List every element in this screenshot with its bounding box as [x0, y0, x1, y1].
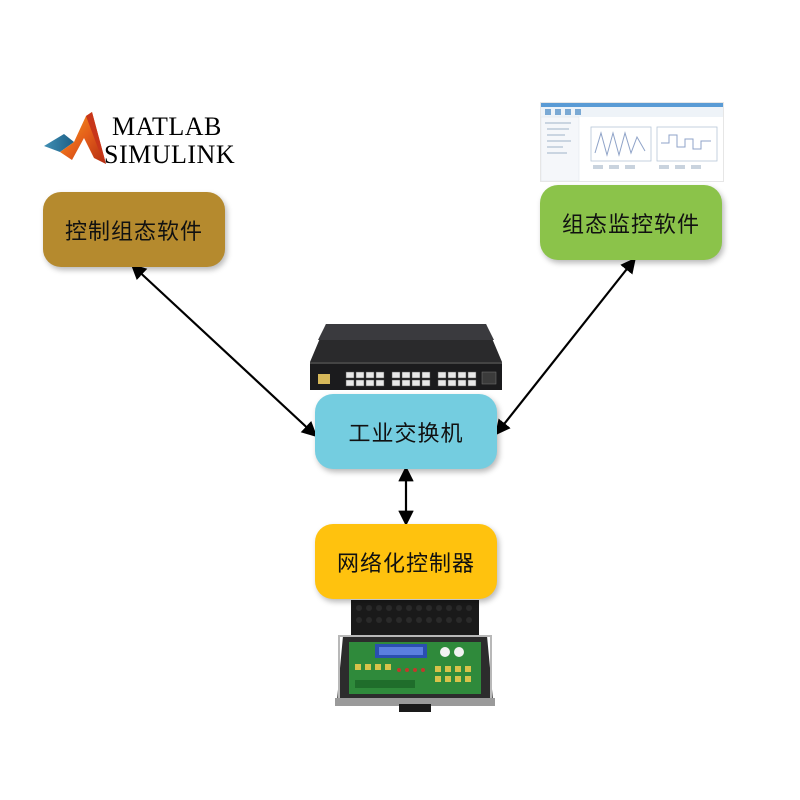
matlab-wordmark: MATLAB — [112, 112, 222, 141]
network-controller-node: 网络化控制器 — [315, 524, 497, 599]
arrow-control-to-switch — [130, 263, 318, 438]
industrial-switch-label: 工业交换机 — [348, 421, 464, 447]
software-screenshot-icon — [540, 103, 723, 182]
monitor-config-software-label: 组态监控软件 — [561, 212, 700, 238]
network-controller-label: 网络化控制器 — [336, 551, 475, 577]
monitor-config-software-node: 组态监控软件 — [540, 185, 722, 260]
industrial-switch-node: 工业交换机 — [315, 394, 497, 469]
monitor-software-screenshot — [540, 102, 724, 182]
arrow-monitor-to-switch — [495, 257, 636, 436]
control-config-software-node: 控制组态软件 — [43, 192, 225, 267]
control-config-software-label: 控制组态软件 — [64, 219, 203, 245]
matlab-icon — [44, 112, 106, 164]
controller-case-image — [335, 600, 495, 712]
matlab-simulink-logo: MATLAB SIMULINK — [42, 108, 236, 170]
network-switch-image — [308, 322, 504, 392]
network-switch-icon — [310, 324, 502, 390]
simulink-wordmark: SIMULINK — [104, 140, 236, 169]
controller-case-icon — [335, 600, 495, 712]
